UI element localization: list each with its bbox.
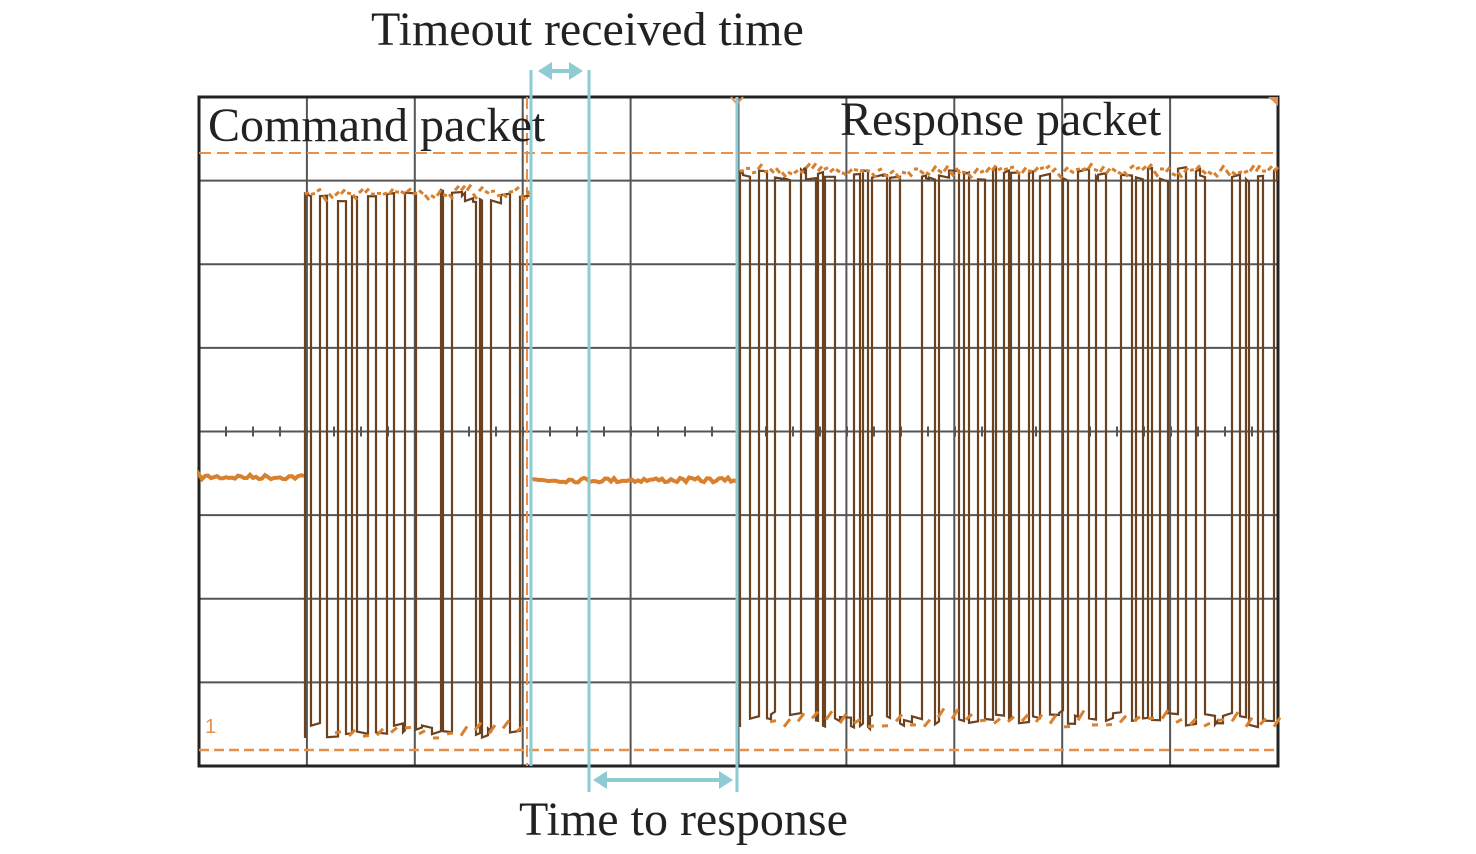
idle-level-trace bbox=[197, 467, 305, 483]
channel-1-marker: 1 bbox=[205, 716, 217, 738]
response-time-arrow-left-head-icon bbox=[593, 771, 607, 789]
signal-trace bbox=[197, 162, 1282, 740]
trigger-marker-icon bbox=[1268, 97, 1278, 106]
packet-trace-highlight-low bbox=[334, 719, 525, 740]
packet-trace-highlight-high bbox=[739, 162, 1280, 180]
response-time-arrow-right-head-icon bbox=[719, 771, 733, 789]
time-to-response-label: Time to response bbox=[519, 793, 848, 846]
response-packet-label: Response packet bbox=[840, 93, 1162, 146]
timeout-arrow-left-head-icon bbox=[538, 62, 552, 80]
packet-trace-highlight-high bbox=[304, 183, 533, 203]
command-packet-label: Command packet bbox=[208, 99, 546, 152]
idle-level-trace bbox=[531, 474, 738, 486]
packet-trace-highlight-low bbox=[769, 707, 1282, 729]
packet-trace bbox=[303, 188, 531, 740]
timeout-received-time-label: Timeout received time bbox=[371, 3, 804, 56]
packet-trace bbox=[738, 165, 1279, 732]
timeout-arrow-right-head-icon bbox=[569, 62, 583, 80]
cursor-lines bbox=[529, 62, 739, 792]
